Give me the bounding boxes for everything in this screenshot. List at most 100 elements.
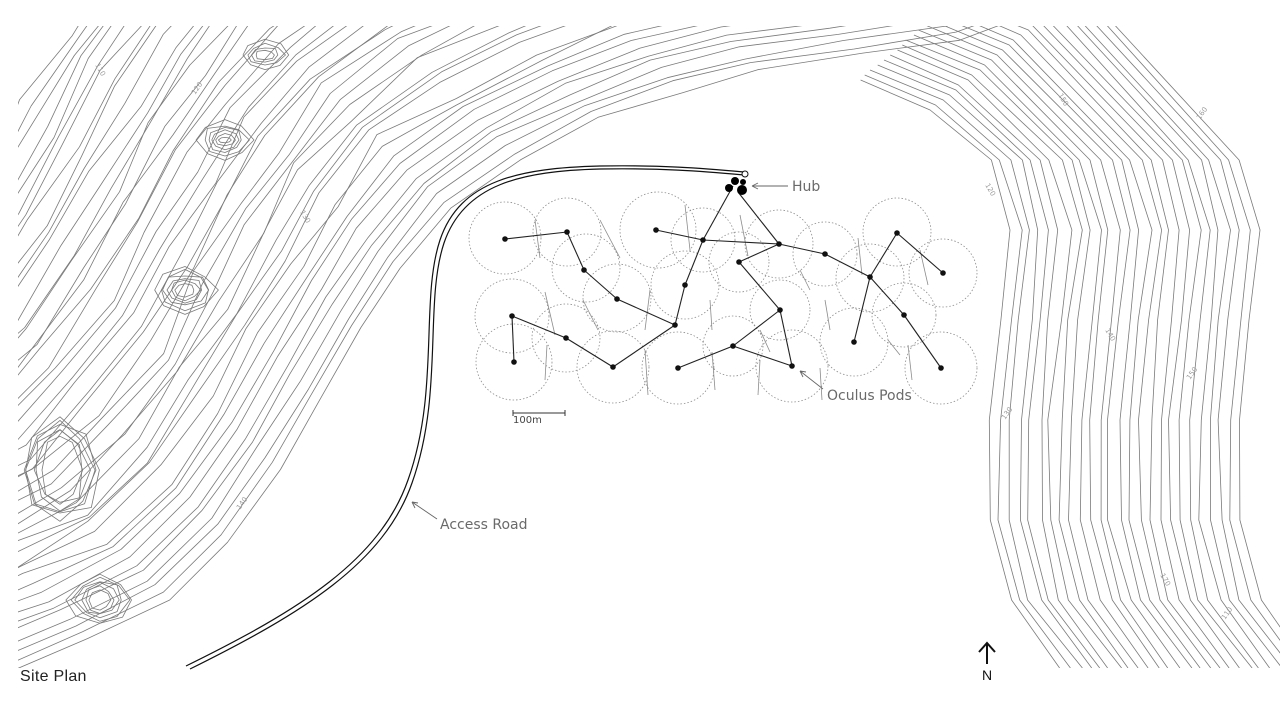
pod-link	[612, 324, 676, 368]
contour-line	[18, 26, 99, 148]
pod-marker	[938, 365, 944, 371]
pod-marker	[581, 267, 587, 273]
north-label: N	[981, 667, 993, 683]
cell-edge	[887, 339, 901, 356]
hill-contour	[23, 424, 97, 522]
contour-line	[18, 26, 847, 629]
contour-line	[18, 26, 88, 133]
pod-marker	[777, 307, 783, 313]
pod-link	[779, 309, 793, 367]
cell-edge	[534, 219, 541, 259]
contour-line	[18, 26, 210, 334]
contour-line	[999, 26, 1212, 668]
hill-contour	[171, 279, 202, 302]
pod-cell-boundary	[744, 209, 814, 279]
cell-edge	[544, 344, 548, 381]
contour-number: 140	[1103, 327, 1117, 343]
contour-line	[18, 26, 731, 613]
contour-line	[18, 26, 527, 541]
hill-contour	[251, 47, 279, 63]
cell-edge	[644, 349, 649, 396]
cell-edge	[644, 289, 651, 331]
pod-link	[738, 243, 780, 263]
cell-edge	[684, 204, 691, 251]
cell-edge	[759, 329, 771, 353]
pod-cell-boundary	[474, 278, 550, 354]
cell-edge	[819, 367, 823, 401]
hill-contour	[166, 278, 202, 304]
access-road-label: Access Road	[440, 517, 528, 533]
cell-edge	[709, 299, 713, 331]
pod-marker	[867, 274, 873, 280]
pod-marker	[700, 237, 706, 243]
pod-marker	[776, 241, 782, 247]
hill-contour	[247, 42, 286, 66]
contour-line	[1096, 26, 1280, 654]
cell-edge	[824, 299, 831, 331]
pod-marker	[563, 335, 569, 341]
pod-cell-boundary	[670, 207, 736, 273]
north-arrow-icon	[978, 641, 996, 664]
pod-link	[674, 284, 686, 326]
right-terrain-contours	[860, 26, 1280, 668]
road-annotation: Access Road	[411, 501, 528, 533]
hill-contour	[88, 589, 112, 611]
cell-edge	[599, 219, 621, 259]
contour-line	[18, 26, 394, 477]
pod-marker	[851, 339, 857, 345]
contour-line	[869, 69, 1083, 668]
contour-line	[18, 26, 975, 661]
pod-marker	[672, 322, 678, 328]
contour-line	[18, 26, 317, 422]
scale-bar: 100m	[512, 410, 566, 426]
hub-label: Hub	[792, 179, 820, 195]
pod-cell-grid	[468, 191, 978, 405]
contour-line	[944, 26, 1181, 668]
contour-line	[18, 26, 275, 376]
pod-cell-boundary	[904, 331, 978, 405]
hill-contour	[255, 49, 275, 61]
contour-line	[18, 26, 306, 407]
contour-number: 160	[1195, 106, 1209, 122]
pod-marker	[511, 359, 517, 365]
pod-cell-boundary	[475, 323, 553, 401]
pod-link	[511, 315, 567, 339]
pod-cell-boundary	[749, 279, 811, 341]
pod-link	[896, 232, 944, 274]
pod-cell-boundary	[619, 191, 697, 269]
contour-number: 170	[1158, 572, 1172, 588]
contour-line	[18, 26, 229, 339]
pod-marker	[682, 282, 688, 288]
pod-cell-boundary	[531, 303, 601, 373]
pod-marker	[502, 236, 508, 242]
contour-line	[18, 26, 249, 368]
cell-edge	[739, 214, 749, 257]
pod-link	[511, 315, 515, 363]
contour-line	[918, 29, 1160, 668]
pod-marker	[653, 227, 659, 233]
contour-line	[1032, 26, 1230, 668]
hill-contour	[70, 576, 131, 622]
contour-line	[18, 26, 279, 399]
pod-cell-boundary	[468, 201, 542, 275]
hill-contour	[74, 581, 122, 619]
contour-line	[1084, 26, 1280, 667]
contour-line	[18, 26, 79, 106]
pod-link	[702, 185, 734, 241]
cell-edge	[711, 351, 716, 391]
hub-cluster	[725, 177, 747, 195]
contour-line	[860, 79, 1060, 668]
pod-link	[565, 337, 614, 368]
contour-line	[18, 26, 204, 322]
cell-edge	[799, 269, 811, 291]
contour-line	[1052, 26, 1253, 668]
hill-contour	[85, 585, 115, 614]
hill-contour	[161, 269, 209, 312]
pod-link	[616, 298, 676, 326]
contour-line	[18, 26, 237, 361]
pod-link	[583, 269, 618, 300]
contour-line	[18, 26, 566, 568]
pod-marker	[730, 343, 736, 349]
pod-marker	[940, 270, 946, 276]
pod-cell-boundary	[792, 221, 858, 287]
